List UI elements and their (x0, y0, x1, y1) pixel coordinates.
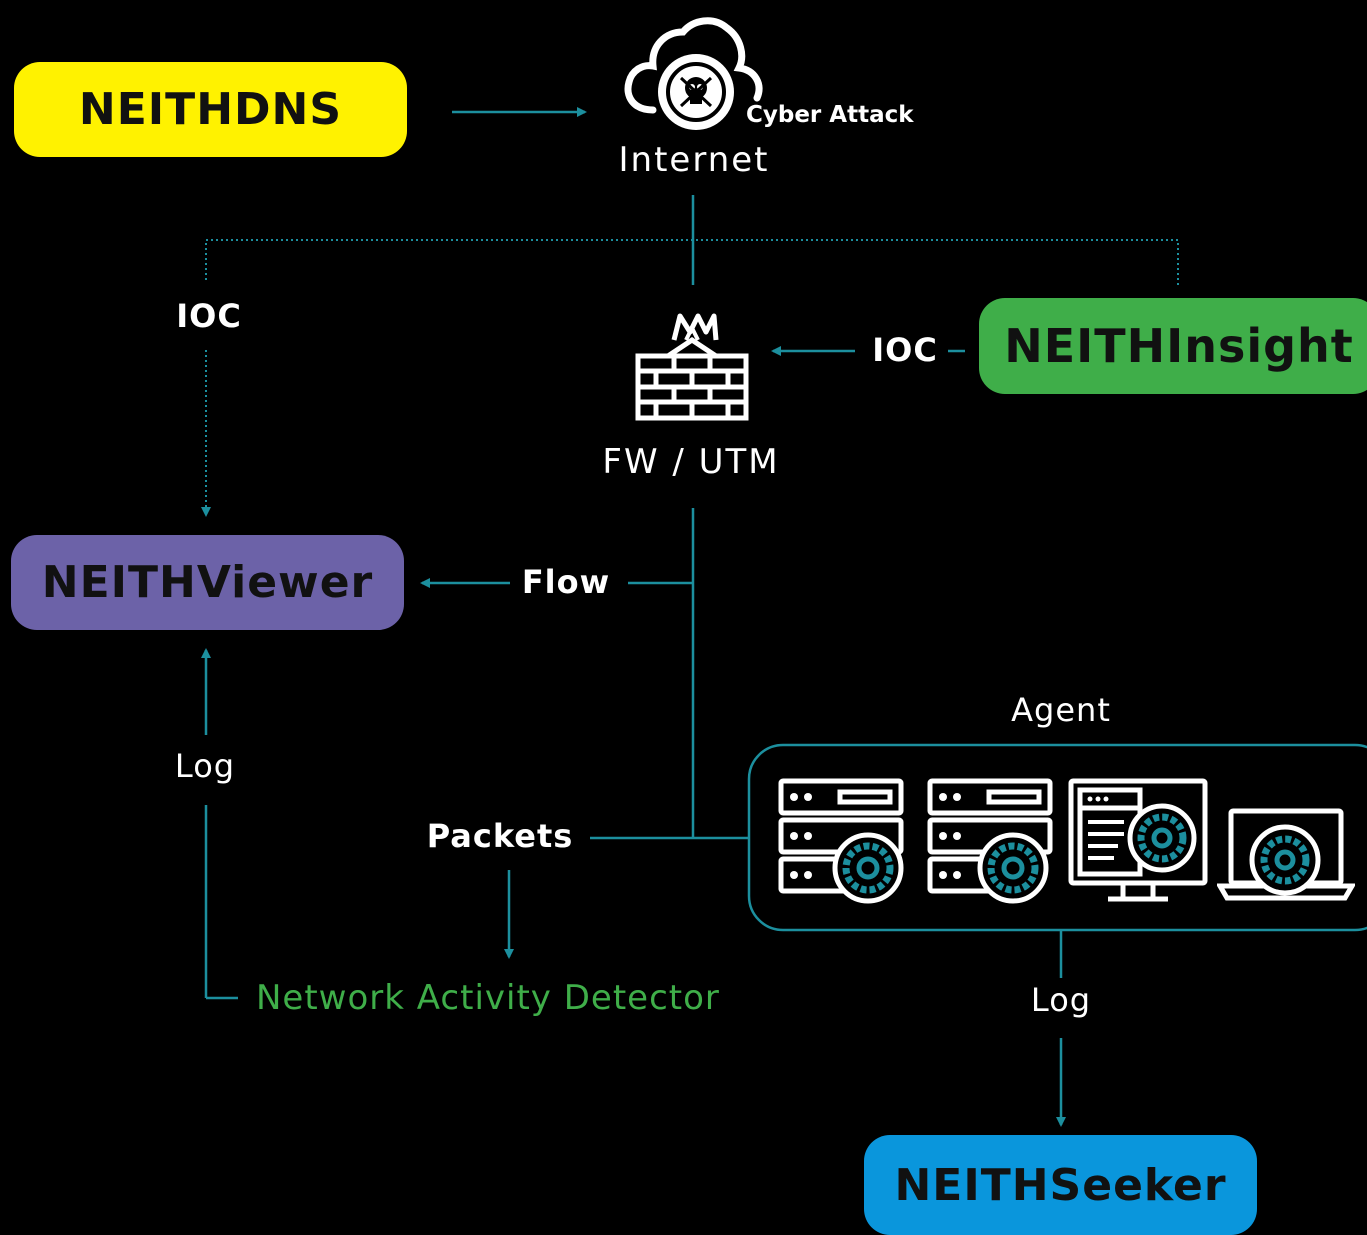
neithviewer-node: NEITHViewer (11, 535, 404, 630)
log-right-label: Log (1024, 980, 1098, 1020)
log-left-label: Log (168, 746, 242, 786)
monitor-gear-icon (1068, 778, 1208, 902)
ioc-right-label: IOC (866, 330, 944, 370)
neithdns-node: NEITHDNS (14, 62, 407, 157)
agent-label: Agent (1005, 690, 1117, 730)
ioc-left-label: IOC (170, 296, 248, 336)
server-gear-icon (778, 778, 904, 904)
cloud-skull-icon (624, 17, 763, 130)
neithinsight-label: NEITHInsight (1004, 319, 1354, 373)
firewall-icon (635, 313, 749, 421)
flow-label: Flow (515, 562, 617, 602)
neithviewer-label: NEITHViewer (41, 557, 374, 608)
packets-label: Packets (420, 816, 580, 856)
laptop-gear-icon (1217, 808, 1355, 901)
neithdns-label: NEITHDNS (78, 84, 343, 135)
neithseeker-node: NEITHSeeker (864, 1135, 1257, 1235)
neithseeker-label: NEITHSeeker (894, 1159, 1227, 1211)
cyber-attack-label: Cyber Attack (746, 102, 914, 128)
fw-utm-label: FW / UTM (602, 442, 780, 482)
network-activity-detector-label: Network Activity Detector (250, 978, 726, 1018)
internet-label: Internet (618, 140, 770, 180)
server-gear-icon (927, 778, 1053, 904)
neithinsight-node: NEITHInsight (979, 298, 1367, 394)
